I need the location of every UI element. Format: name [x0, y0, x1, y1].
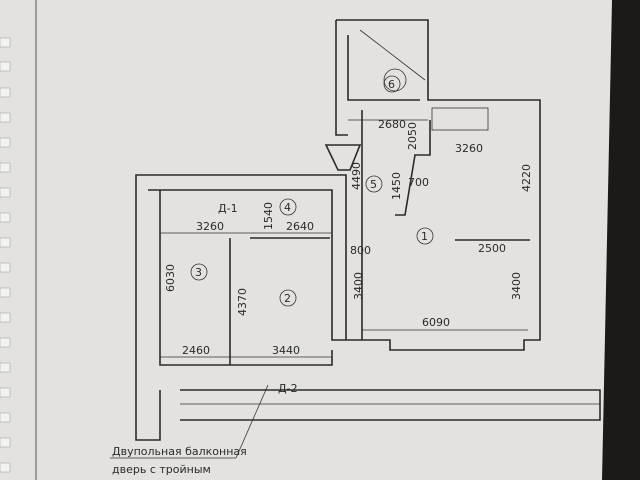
annotation: Двупольная балконная дверь с тройным [110, 384, 269, 476]
walls [135, 19, 601, 441]
dim-3260-left: 3260 [196, 220, 224, 233]
room-1-label: 1 [421, 230, 428, 243]
door-labels: Д-1 Д-2 [218, 202, 298, 395]
room-4-label: 4 [284, 201, 291, 214]
dim-4490: 4490 [350, 162, 363, 190]
dim-3260-kitchen: 3260 [455, 142, 483, 155]
paper-sheet [0, 0, 612, 480]
door-d1-label: Д-1 [218, 202, 238, 215]
room-2-label: 2 [284, 292, 291, 305]
dim-2460: 2460 [182, 344, 210, 357]
room-3-label: 3 [195, 266, 202, 279]
dim-4370: 4370 [236, 288, 249, 316]
dim-6030: 6030 [164, 264, 177, 292]
room-5-label: 5 [370, 178, 377, 191]
room-numbers: 1 2 3 4 5 6 [190, 75, 434, 307]
dim-4220: 4220 [520, 164, 533, 192]
dimensions: 2680 2050 3260 4220 4490 1450 700 3260 1… [160, 118, 533, 358]
binding-holes [0, 37, 11, 473]
dim-1450: 1450 [390, 172, 403, 200]
note-line-1: Двупольная балконная [112, 445, 247, 458]
room-6-label: 6 [388, 78, 395, 91]
dim-700: 700 [408, 176, 429, 189]
note-line-2: дверь с тройным [112, 463, 211, 476]
dim-6090: 6090 [422, 316, 450, 329]
dim-2640: 2640 [286, 220, 314, 233]
dim-3400-a: 3400 [352, 272, 365, 300]
dim-2050: 2050 [406, 122, 419, 150]
dim-800: 800 [350, 244, 371, 257]
dim-3400-b: 3400 [510, 272, 523, 300]
door-d2-label: Д-2 [278, 382, 298, 395]
dim-1540: 1540 [262, 202, 275, 230]
dim-2500: 2500 [478, 242, 506, 255]
dim-3440: 3440 [272, 344, 300, 357]
dim-2680: 2680 [378, 118, 406, 131]
